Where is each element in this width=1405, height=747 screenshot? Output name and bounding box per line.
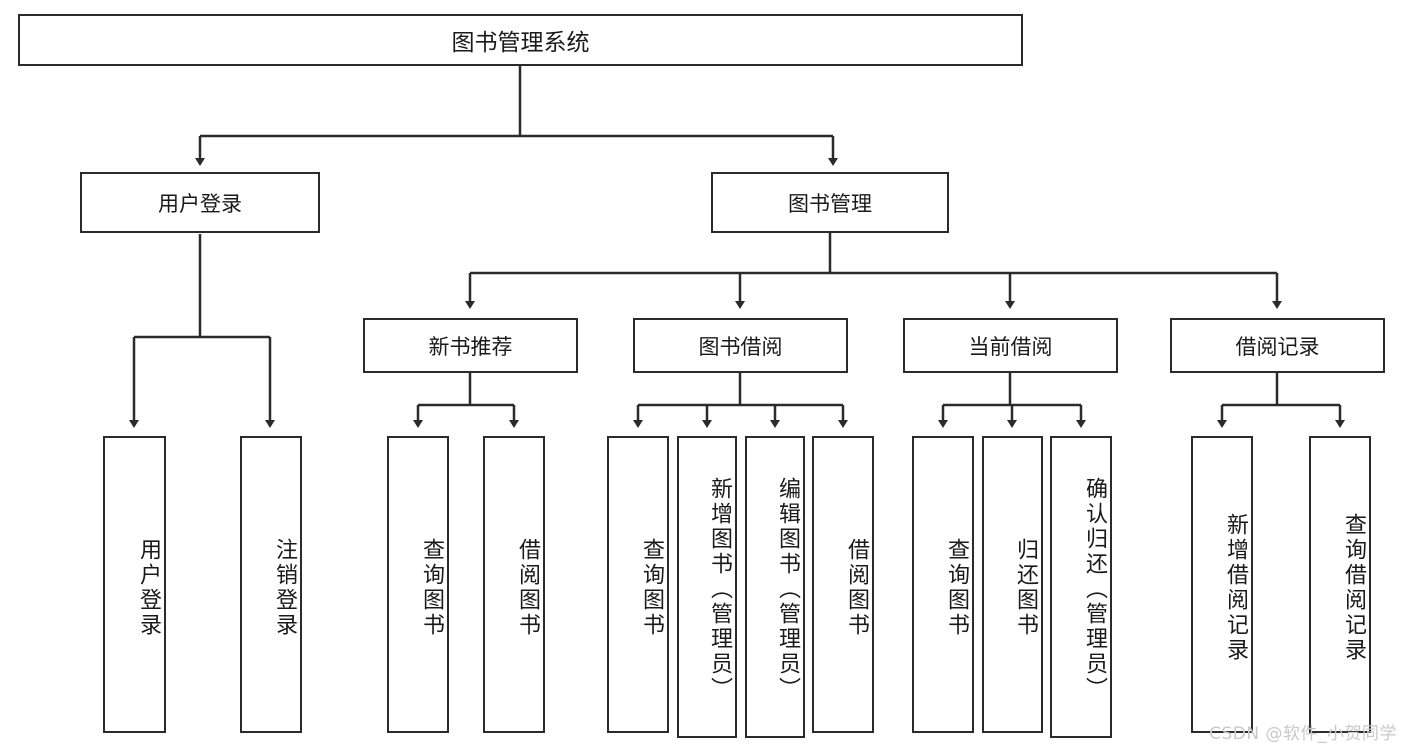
leaf-query-book-current-label: 查询图书 (944, 537, 969, 638)
leaf-edit-book-admin[interactable]: 编辑图书（管理员） (745, 436, 805, 738)
node-current-borrow-label: 当前借阅 (968, 334, 1053, 359)
leaf-query-book-recommend-label: 查询图书 (419, 537, 444, 638)
leaf-query-book-recommend[interactable]: 查询图书 (387, 436, 449, 733)
leaf-return-book[interactable]: 归还图书 (982, 436, 1043, 733)
leaf-query-book-borrow-label: 查询图书 (639, 537, 664, 638)
leaf-confirm-return-admin-label: 确认归还（管理员） (1082, 476, 1107, 702)
leaf-return-book-label: 归还图书 (1013, 537, 1038, 638)
leaf-user-login-label: 用户登录 (136, 537, 161, 638)
leaf-add-borrow-record-label: 新增借阅记录 (1223, 512, 1248, 663)
leaf-borrow-book-label: 借阅图书 (844, 537, 869, 638)
leaf-query-book-current[interactable]: 查询图书 (912, 436, 974, 733)
node-root[interactable]: 图书管理系统 (18, 14, 1023, 66)
leaf-borrow-book-recommend-label: 借阅图书 (515, 537, 540, 638)
node-borrow-records[interactable]: 借阅记录 (1170, 318, 1385, 373)
node-book-borrow[interactable]: 图书借阅 (633, 318, 848, 373)
leaf-borrow-book-recommend[interactable]: 借阅图书 (483, 436, 545, 733)
leaf-logout[interactable]: 注销登录 (240, 436, 302, 733)
node-book-management-label: 图书管理 (788, 191, 872, 216)
leaf-add-borrow-record[interactable]: 新增借阅记录 (1191, 436, 1253, 733)
node-book-borrow-label: 图书借阅 (698, 334, 783, 359)
leaf-borrow-book[interactable]: 借阅图书 (812, 436, 874, 733)
node-root-label: 图书管理系统 (451, 30, 590, 56)
leaf-add-book-admin[interactable]: 新增图书（管理员） (677, 436, 737, 738)
node-new-book-recommend-label: 新书推荐 (428, 334, 513, 359)
leaf-query-borrow-record-label: 查询借阅记录 (1341, 512, 1366, 663)
leaf-user-login[interactable]: 用户登录 (103, 436, 166, 733)
node-book-management[interactable]: 图书管理 (711, 172, 949, 233)
leaf-query-book-borrow[interactable]: 查询图书 (607, 436, 669, 733)
node-user-login[interactable]: 用户登录 (80, 172, 320, 233)
leaf-logout-label: 注销登录 (272, 537, 297, 638)
node-current-borrow[interactable]: 当前借阅 (903, 318, 1118, 373)
leaf-edit-book-admin-label: 编辑图书（管理员） (775, 476, 800, 702)
leaf-confirm-return-admin[interactable]: 确认归还（管理员） (1050, 436, 1112, 738)
node-new-book-recommend[interactable]: 新书推荐 (363, 318, 578, 373)
leaf-add-book-admin-label: 新增图书（管理员） (707, 476, 732, 702)
node-user-login-label: 用户登录 (158, 191, 242, 216)
watermark: CSDN @软件_小贺同学 (1209, 724, 1397, 744)
node-borrow-records-label: 借阅记录 (1235, 334, 1320, 359)
leaf-query-borrow-record[interactable]: 查询借阅记录 (1309, 436, 1371, 733)
